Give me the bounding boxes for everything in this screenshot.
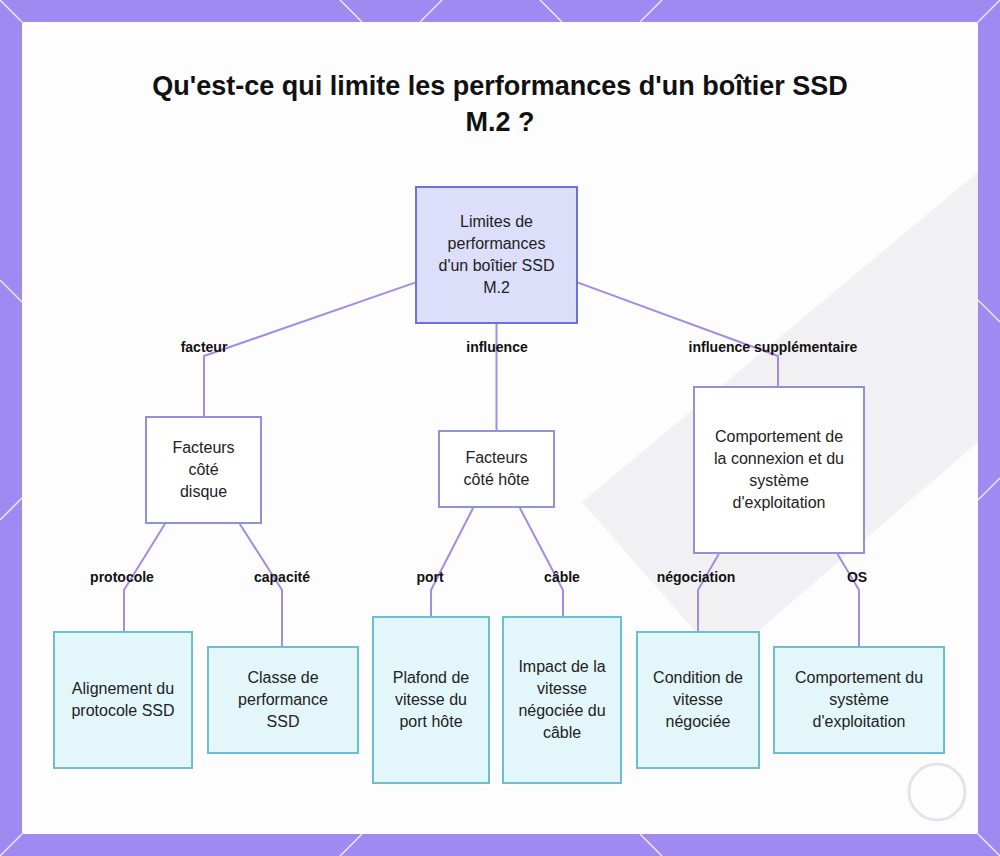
connector-line [431,508,473,616]
category-box: Facteurs côté hôte [438,430,555,508]
edge-label: facteur [181,339,228,355]
leaf-box: Alignement du protocole SSD [53,631,193,769]
edge-label: OS [847,569,867,585]
node-text: Classe de performance SSD [223,667,343,733]
edge-label: négociation [657,569,736,585]
connector-line [578,283,778,386]
node-text: Comportement de la connexion et du systè… [711,426,847,514]
connector-line [520,508,563,616]
edge-label: câble [544,569,580,585]
connector-line [838,554,860,646]
node-text: Condition de vitesse négociée [652,667,744,733]
leaf-box: Comportement du système d'exploitation [773,646,945,754]
leaf-box: Impact de la vitesse négociée du câble [502,616,622,784]
node-text: Comportement du système d'exploitation [789,667,929,733]
category-box: Comportement de la connexion et du systè… [693,386,865,554]
node-text: Plafond de vitesse du port hôte [388,667,474,733]
edge-label: influence supplémentaire [689,339,858,355]
node-text: Limites de performances d'un boîtier SSD… [435,211,558,299]
edge-label: port [416,569,443,585]
connector-line [204,283,415,416]
edge-label: influence [466,339,527,355]
node-text: Facteurs côté disque [163,437,244,503]
leaf-box: Classe de performance SSD [207,646,359,754]
node-text: Alignement du protocole SSD [69,678,177,722]
leaf-box: Plafond de vitesse du port hôte [372,616,490,784]
connector-line [240,524,282,646]
category-box: Facteurs côté disque [145,416,262,524]
edge-label: protocole [90,569,154,585]
edge-label: capacité [254,569,310,585]
diagram-title: Qu'est-ce qui limite les performances d'… [150,68,850,140]
connector-line [698,554,719,631]
leaf-box: Condition de vitesse négociée [636,631,760,769]
node-text: Impact de la vitesse négociée du câble [518,656,606,744]
node-text: Facteurs côté hôte [456,447,537,491]
root-box: Limites de performances d'un boîtier SSD… [415,186,578,324]
